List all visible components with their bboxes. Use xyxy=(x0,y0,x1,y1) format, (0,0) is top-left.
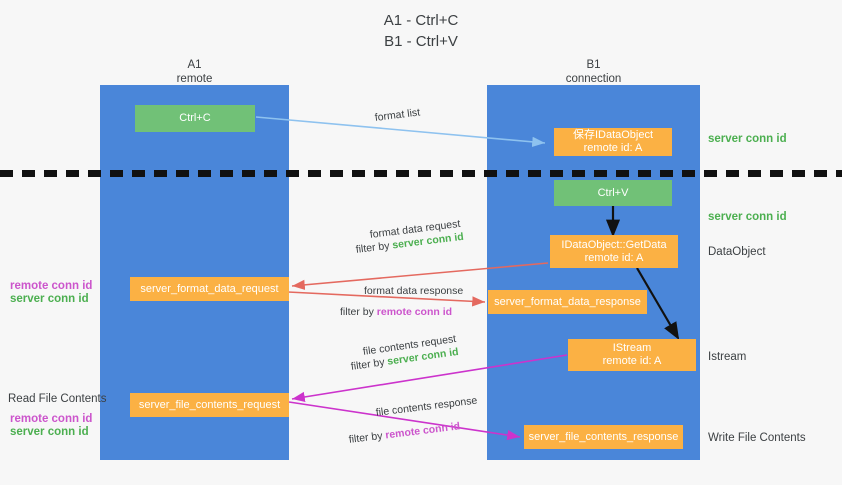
column-b1-sub: connection xyxy=(565,73,622,85)
node-istream[interactable]: IStream remote id: A xyxy=(568,339,696,371)
node-getdata-line2: remote id: A xyxy=(584,251,644,264)
node-save-idataobject-line2: remote id: A xyxy=(583,142,643,154)
node-getdata[interactable]: IDataObject::GetData remote id: A xyxy=(550,235,678,268)
column-header-a1: A1 remote xyxy=(100,58,289,86)
label-dataobject: DataObject xyxy=(708,246,766,258)
node-server-format-data-request[interactable]: server_format_data_request xyxy=(130,277,289,301)
edge-label-format-data-response-line2: filter by remote conn id xyxy=(340,305,452,319)
node-ctrl-c-line1: Ctrl+C xyxy=(179,112,211,124)
node-server-format-data-response[interactable]: server_format_data_response xyxy=(488,290,647,314)
page-title: A1 - Ctrl+C B1 - Ctrl+V xyxy=(383,12,459,50)
edge-label-format-data-response-line1: format data response xyxy=(364,285,464,297)
node-server-file-contents-response[interactable]: server_file_contents_response xyxy=(524,425,683,449)
fdr-prefix: filter by xyxy=(355,239,394,256)
fcr-prefix: filter by xyxy=(350,355,389,373)
label-server-conn-id-top: server conn id xyxy=(708,133,787,145)
node-istream-line1: IStream xyxy=(612,342,652,354)
label-server-conn-id-mid: server conn id xyxy=(708,211,787,223)
node-server-file-contents-request-line1: server_file_contents_request xyxy=(138,398,281,411)
column-b1-name: B1 xyxy=(586,59,601,71)
label-server-conn-id-2: server conn id xyxy=(10,426,89,438)
label-server-conn-id-1: server conn id xyxy=(10,293,89,305)
edge-label-file-contents-response-line1: file contents response xyxy=(375,394,478,419)
edge-label-format-list: format list xyxy=(374,106,421,124)
node-server-format-data-request-line1: server_format_data_request xyxy=(140,282,279,295)
column-a1-sub: remote xyxy=(176,73,213,85)
node-istream-line2: remote id: A xyxy=(602,355,662,367)
fdres-key: remote conn id xyxy=(376,306,453,318)
node-ctrl-v-line1: Ctrl+V xyxy=(597,186,629,199)
node-server-format-data-response-line1: server_format_data_response xyxy=(494,295,641,308)
node-getdata-line1: IDataObject::GetData xyxy=(561,238,667,251)
node-ctrl-v[interactable]: Ctrl+V xyxy=(554,180,672,206)
edge-label-file-contents-response-line2: filter by remote conn id xyxy=(348,419,461,447)
fdres-prefix: filter by xyxy=(340,306,377,318)
fcres-prefix: filter by xyxy=(348,429,387,446)
label-remote-conn-id-2: remote conn id xyxy=(10,413,93,425)
column-a1-name: A1 xyxy=(187,59,202,71)
column-header-b1: B1 connection xyxy=(487,58,700,86)
node-server-file-contents-request[interactable]: server_file_contents_request xyxy=(130,393,289,417)
node-ctrl-c[interactable]: Ctrl+C xyxy=(135,105,255,132)
label-read-file-contents: Read File Contents xyxy=(8,393,107,405)
fcres-key: remote conn id xyxy=(384,420,461,442)
node-save-idataobject-line1: 保存IDataObject xyxy=(572,129,654,141)
phase-divider xyxy=(0,170,842,177)
label-istream: Istream xyxy=(708,351,747,363)
label-remote-conn-id-1: remote conn id xyxy=(10,280,93,292)
node-save-idataobject[interactable]: 保存IDataObject remote id: A xyxy=(554,128,672,156)
node-server-file-contents-response-line1: server_file_contents_response xyxy=(528,430,679,443)
label-write-file-contents: Write File Contents xyxy=(708,432,806,444)
